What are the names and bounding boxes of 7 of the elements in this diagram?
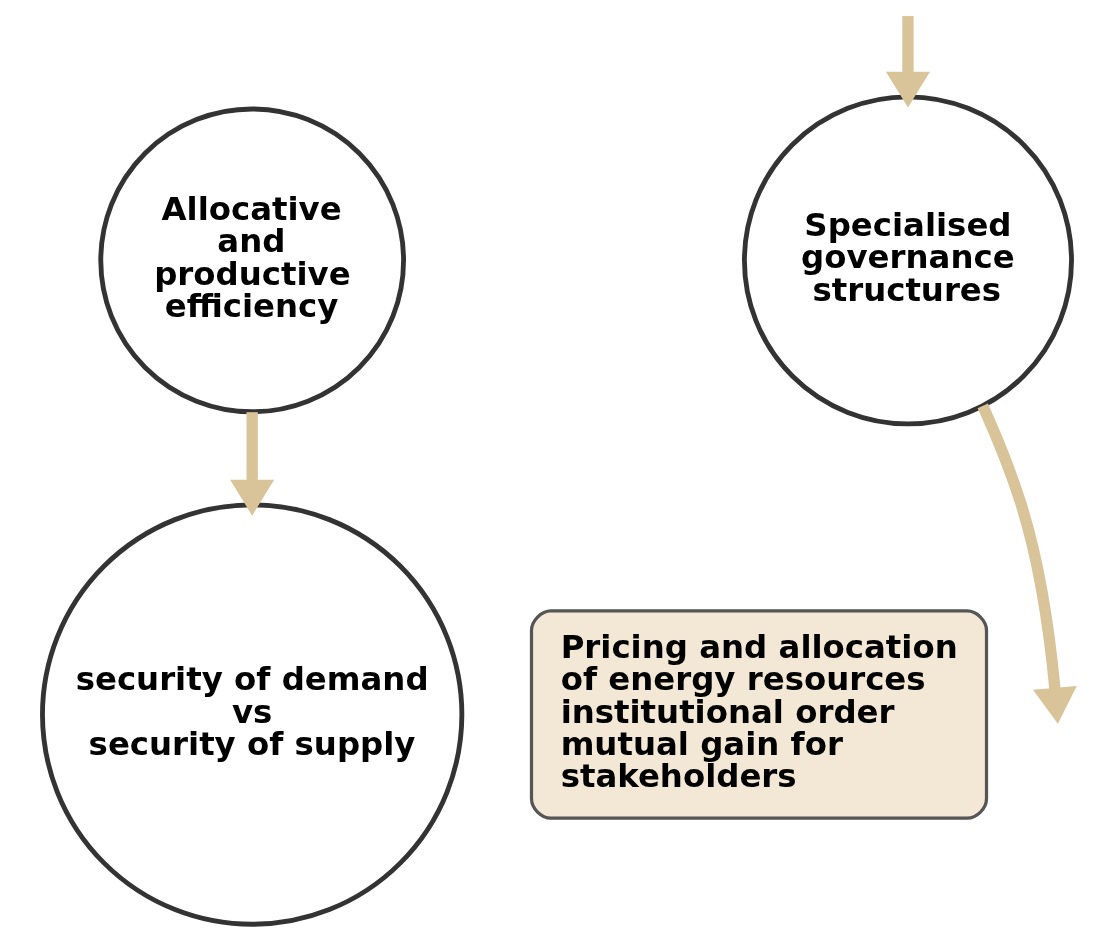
arrow	[977, 403, 1077, 724]
node-box: Pricing and allocation of energy resources institutional order mutual gain for stakeholders	[529, 609, 988, 820]
node-circle: security of demand vs security of supply	[39, 502, 464, 927]
node-circle: Allocative and productive efficiency	[97, 106, 406, 415]
arrow	[885, 16, 930, 108]
arrow	[229, 412, 274, 516]
node-circle: Specialised governance structures	[741, 94, 1074, 427]
